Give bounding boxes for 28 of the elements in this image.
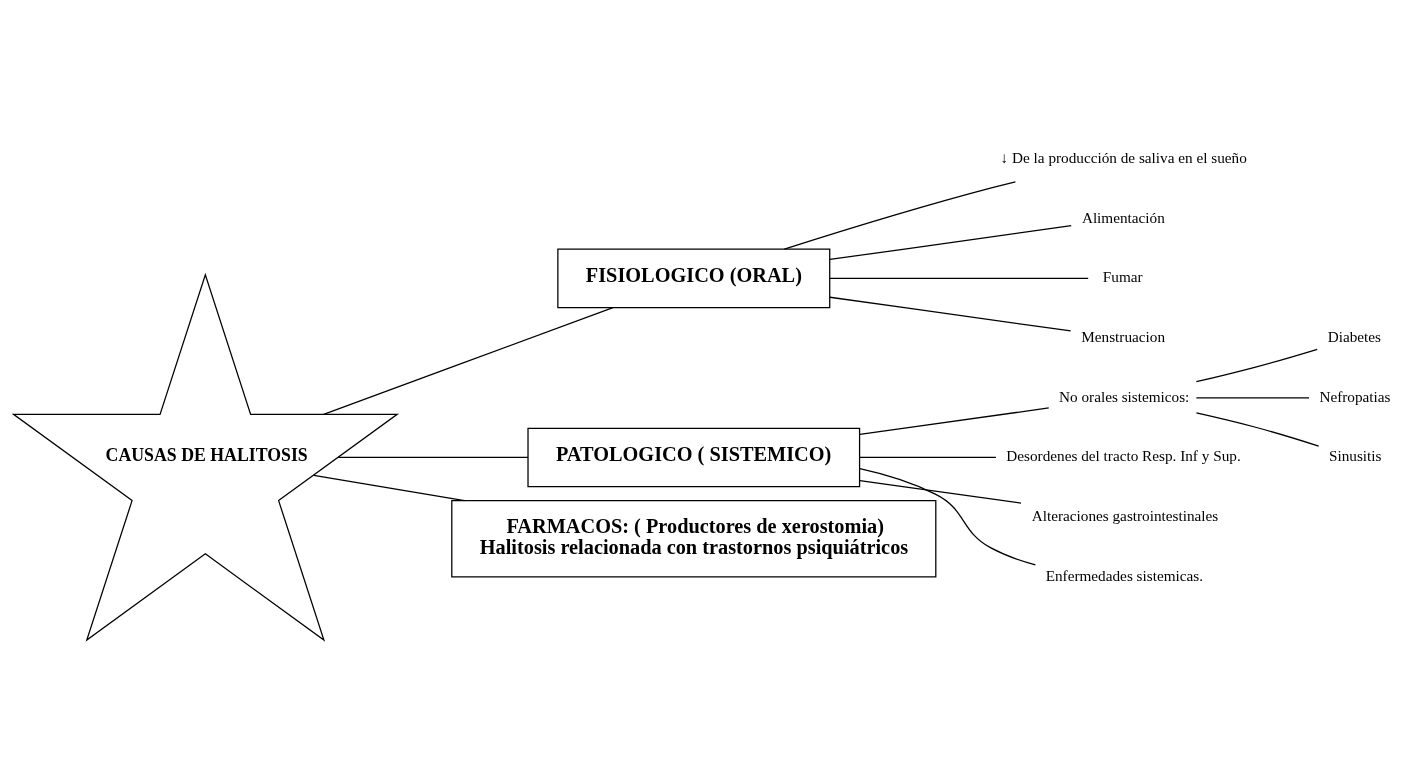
connector [829,225,1072,261]
node-text: No orales sistemicos: [1059,387,1190,405]
node-box: FISIOLOGICO (ORAL) [557,248,831,309]
connector [859,468,1036,566]
connector [829,296,1072,332]
node-text: Desordenes del tracto Resp. Inf y Sup. [1006,447,1241,465]
node-box: PATOLOGICO ( SISTEMICO) [527,427,861,488]
connector [783,181,1017,250]
connector [859,407,1050,436]
connector [313,474,466,502]
connector [859,456,997,459]
connector [1195,348,1318,383]
node-text: Enfermedades sistemicas. [1045,566,1204,584]
node-text: Alimentación [1081,208,1165,226]
node-text: Fumar [1102,268,1143,286]
connector [337,456,529,459]
node-box: FARMACOS: ( Productores de xerostomia) Halitosis relacionada con trastornos psiquiátricos [451,500,937,578]
node-text: Sinusitis [1328,447,1382,465]
node-text: Diabetes [1327,328,1382,346]
connector [323,307,614,415]
connector [859,479,1022,504]
node-text: Nefropatias [1319,387,1391,405]
connector [829,277,1089,279]
node-text: ↓ De la producción de saliva en el sueño [1000,148,1247,166]
connector [1195,412,1320,447]
node-text: Alteraciones gastrointestinales [1031,507,1219,525]
connector [1195,397,1310,399]
node-text: Menstruacion [1081,328,1166,346]
